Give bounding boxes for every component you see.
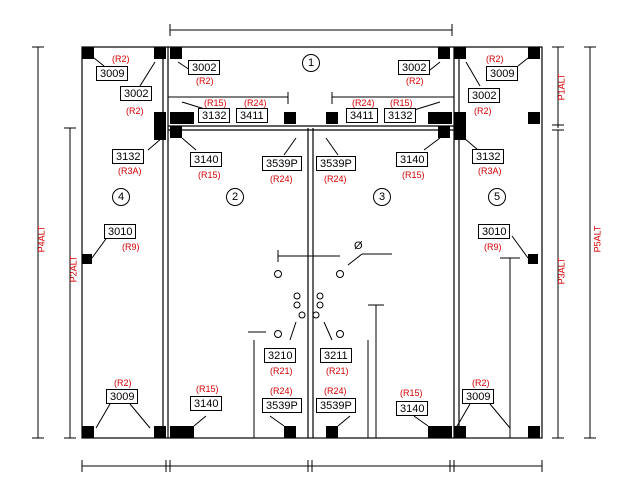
ref-label: (R15)	[198, 170, 221, 180]
side-label-p1alt: P1ALT	[556, 73, 567, 101]
ref-label: (R2)	[196, 76, 214, 86]
tag-label: 3009	[486, 66, 519, 81]
tag-label: 3009	[96, 66, 129, 81]
ref-label: (R3A)	[118, 166, 142, 176]
tag-label: 3140	[190, 152, 223, 167]
tag-label: 3009	[462, 389, 495, 404]
side-label-p2alt: P2ALT	[68, 255, 79, 283]
ref-label: (R24)	[244, 98, 267, 108]
room-number-4: 4	[112, 188, 130, 206]
tag-label: 3539P	[262, 398, 302, 413]
tag-label: 3211	[320, 348, 352, 363]
ref-label: (R2)	[474, 106, 492, 116]
tag-label: 3002	[468, 88, 501, 103]
tag-label: 3009	[106, 389, 139, 404]
tag-label: 3002	[120, 86, 153, 101]
ref-label: (R24)	[324, 386, 347, 396]
tag-label: 3140	[396, 401, 429, 416]
tag-label: 3002	[398, 60, 431, 75]
tag-label: 3132	[198, 108, 231, 123]
ref-label: (R21)	[270, 366, 293, 376]
tag-label: 3411	[236, 108, 268, 123]
tag-label: 3002	[188, 60, 221, 75]
tag-label: 3010	[478, 224, 511, 239]
tag-label: 3539P	[262, 156, 302, 171]
room-number-2: 2	[226, 188, 244, 206]
tag-label: 3210	[264, 348, 297, 363]
ref-label: (R15)	[390, 98, 413, 108]
ref-label: (R15)	[402, 170, 425, 180]
tag-label: 3140	[396, 152, 429, 167]
ref-label: (R9)	[484, 242, 502, 252]
tag-label: 3132	[112, 149, 145, 164]
ref-label: (R2)	[114, 378, 132, 388]
ref-label: (R15)	[196, 384, 219, 394]
ref-label: (R2)	[486, 54, 504, 64]
side-label-p5alt: P5ALT	[592, 225, 603, 253]
room-number-3: 3	[373, 188, 391, 206]
ref-label: (R15)	[400, 388, 423, 398]
ref-label: (R2)	[472, 378, 490, 388]
ref-label: (R21)	[326, 366, 349, 376]
tag-label: 3132	[472, 149, 505, 164]
ref-label: (R24)	[270, 174, 293, 184]
tag-label: 3132	[384, 108, 417, 123]
tag-label: 3140	[190, 396, 223, 411]
side-label-p3alt: P3ALT	[556, 257, 567, 285]
ref-label: (R2)	[406, 76, 424, 86]
ref-label: (R9)	[122, 242, 140, 252]
room-number-5: 5	[488, 188, 506, 206]
tag-label: 3539P	[316, 398, 356, 413]
ref-label: (R24)	[352, 98, 375, 108]
ref-label: (R15)	[204, 98, 227, 108]
room-number-1: 1	[302, 54, 320, 72]
diameter-symbol: Ø	[354, 240, 363, 252]
ref-label: (R2)	[126, 106, 144, 116]
tag-label: 3539P	[316, 156, 356, 171]
tag-label: 3411	[346, 108, 378, 123]
ref-label: (R24)	[270, 386, 293, 396]
side-label-p4alt: P4ALT	[36, 225, 47, 253]
tag-label: 3010	[104, 224, 137, 239]
ref-label: (R24)	[324, 174, 347, 184]
ref-label: (R2)	[112, 54, 130, 64]
ref-label: (R3A)	[478, 166, 502, 176]
